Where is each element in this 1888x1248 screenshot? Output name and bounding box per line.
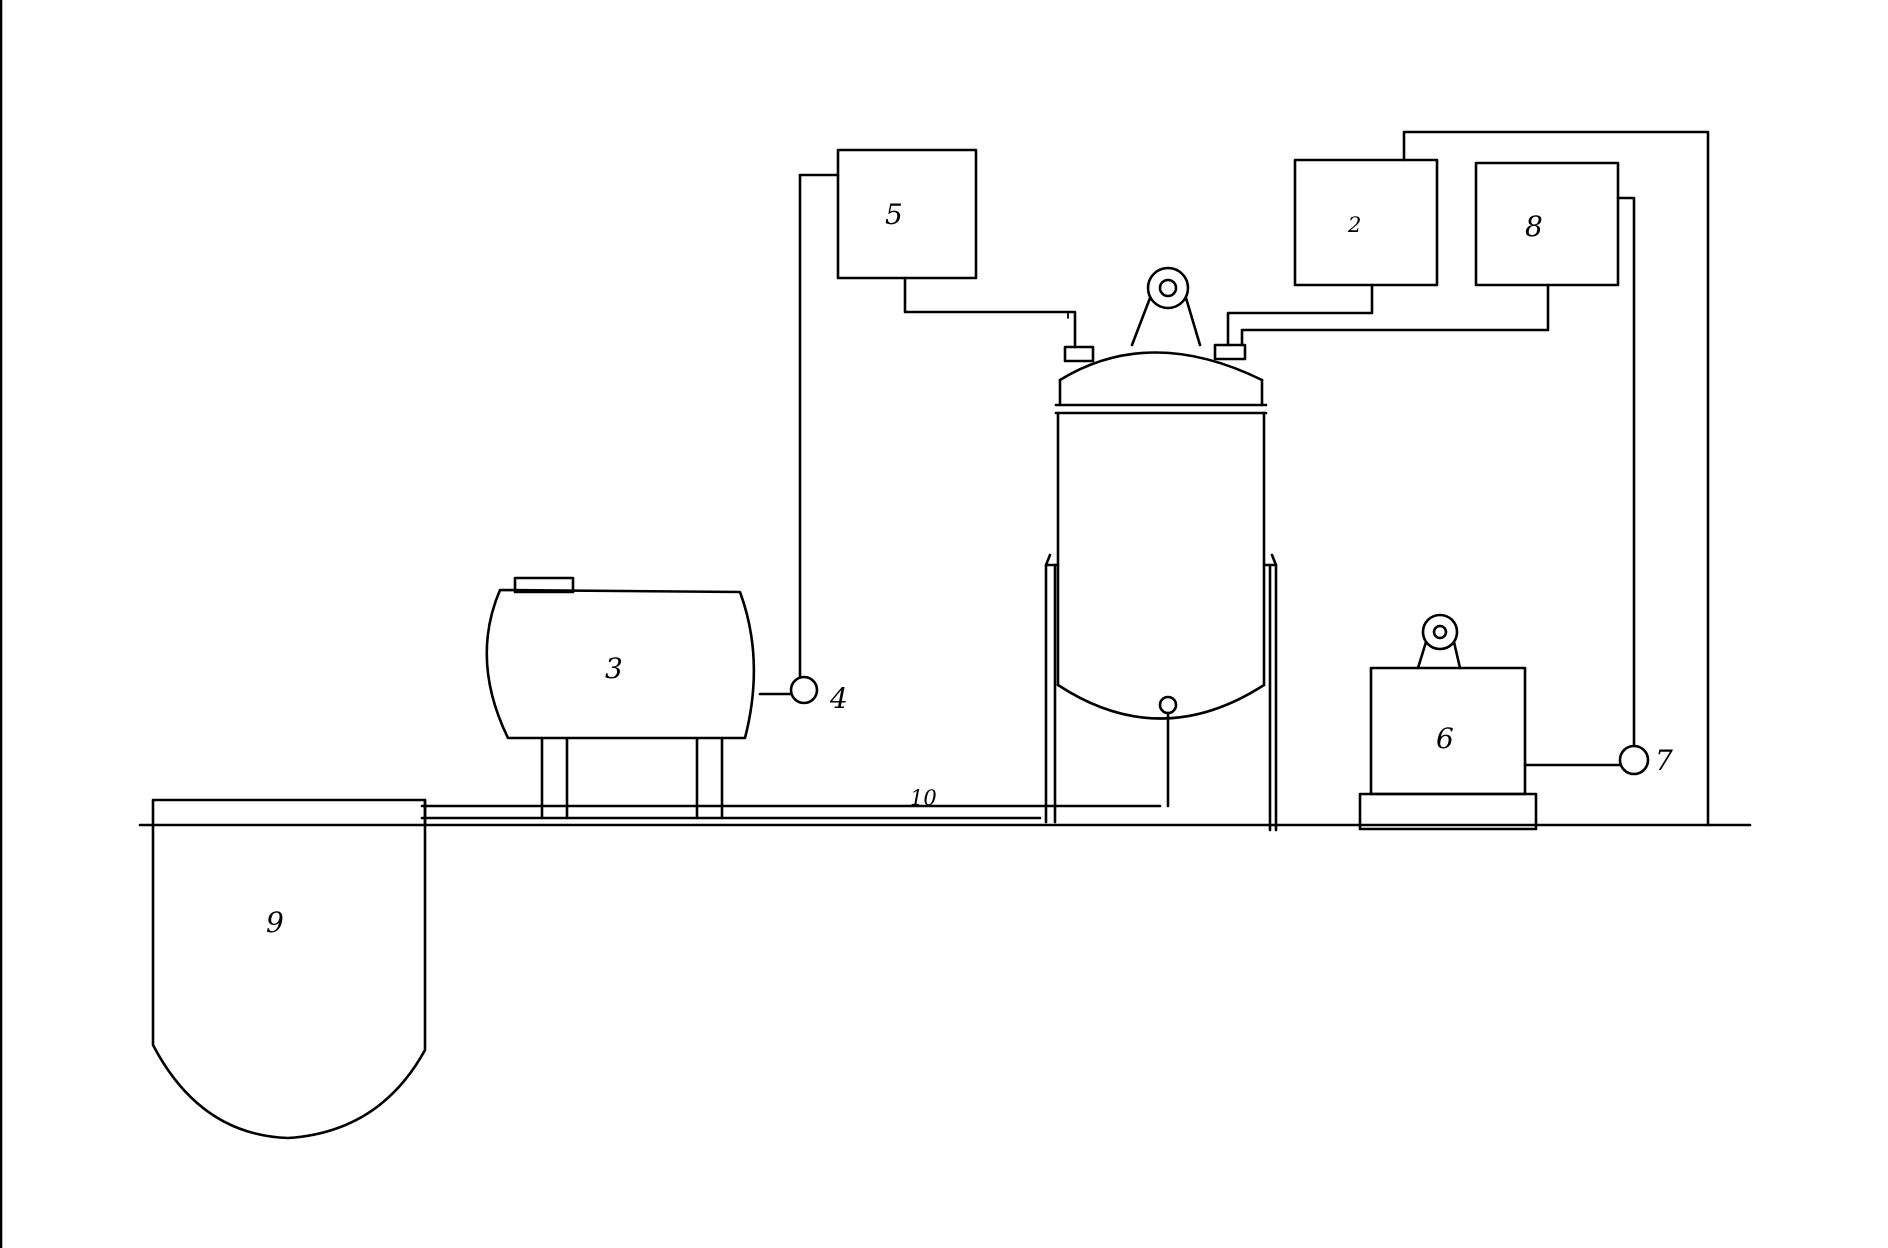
label-2: 2: [1347, 213, 1361, 237]
tank-2: [1226, 130, 1710, 827]
pipeline-10: [420, 804, 1162, 820]
label-4: 4: [829, 682, 848, 715]
label-3: 3: [605, 652, 623, 685]
reactor: [1044, 266, 1278, 832]
tank-5: [836, 148, 1077, 347]
pump-7: [1523, 744, 1650, 776]
pump-4: [758, 173, 840, 705]
horizontal-tank-3: [485, 576, 756, 820]
tank-8: [1240, 161, 1636, 747]
label-8: 8: [1525, 210, 1543, 243]
label-9: 9: [266, 906, 284, 939]
label-10: 10: [910, 786, 937, 810]
label-7: 7: [1655, 744, 1673, 777]
label-5: 5: [885, 198, 903, 231]
label-6: 6: [1436, 722, 1454, 755]
mixer-6: [1358, 613, 1538, 831]
pit-tank-9: [151, 798, 427, 1140]
